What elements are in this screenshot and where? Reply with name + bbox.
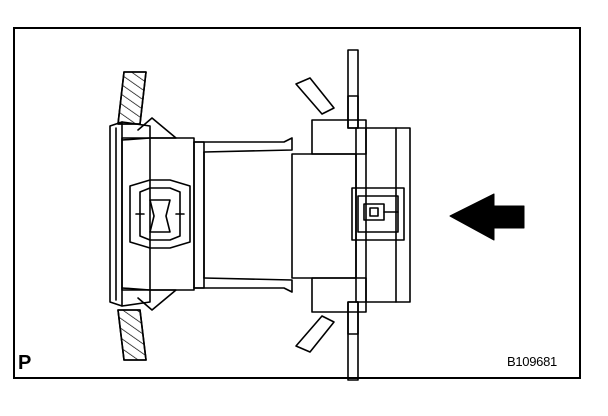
socket-housing [121,137,195,291]
guide-rails [193,137,293,293]
connector-plug [291,49,411,381]
figure-code: B109681 [507,354,557,369]
spring-arms [295,77,335,353]
mounting-panel [117,71,147,361]
left-arrow-icon [449,193,525,241]
view-label: P [18,352,32,374]
socket-flange [109,121,151,307]
